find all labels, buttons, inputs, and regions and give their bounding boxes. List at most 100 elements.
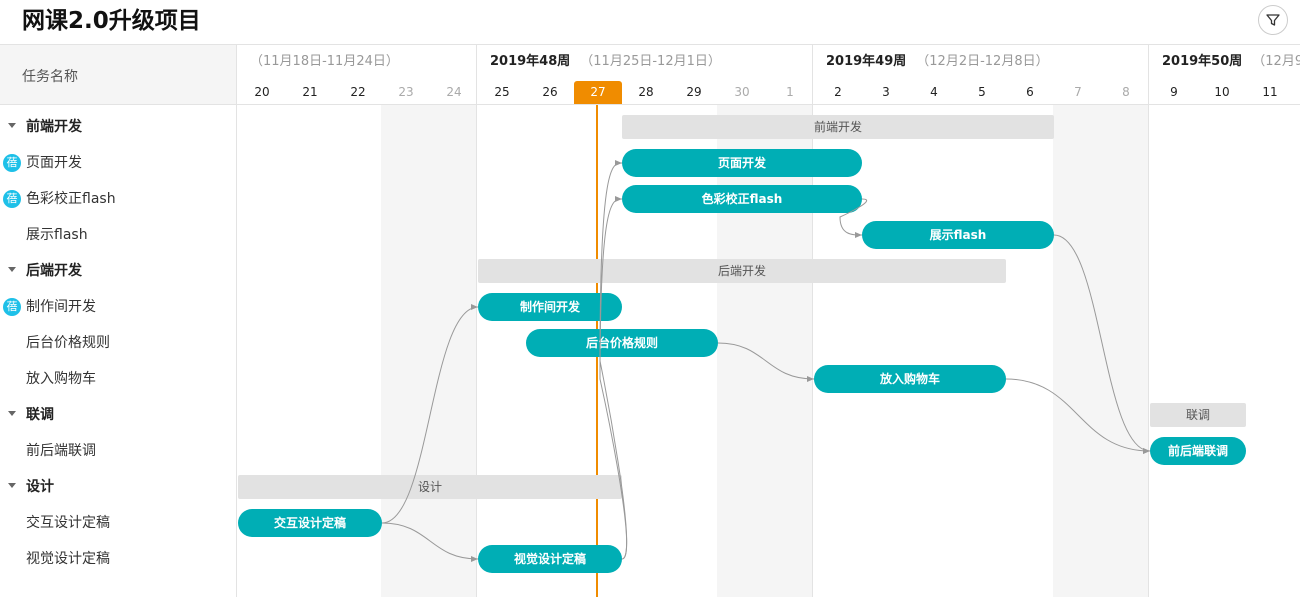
task-bar[interactable]: 制作间开发 xyxy=(478,293,622,321)
task-column-header: 任务名称 xyxy=(0,45,237,105)
task-row[interactable]: 展示flash xyxy=(0,217,236,253)
day-label: 29 xyxy=(686,85,702,99)
day-label: 20 xyxy=(254,85,270,99)
task-label: 联调 xyxy=(26,407,54,423)
task-row[interactable]: 蓓色彩校正flash xyxy=(0,181,236,217)
day-label: 3 xyxy=(882,85,890,99)
week-range: （12月2日-12月8日） xyxy=(916,54,1049,69)
week-label: 2019年50周 （12月9 xyxy=(1162,45,1300,79)
week-label: 2019年48周 （11月25日-12月1日） xyxy=(490,45,721,79)
day-label: 4 xyxy=(930,85,938,99)
day-label: 2 xyxy=(834,85,842,99)
assignee-avatar: 蓓 xyxy=(3,154,21,172)
week-name: 2019年50周 xyxy=(1162,54,1243,69)
task-group-row[interactable]: 前端开发 xyxy=(0,109,236,145)
dependency-link xyxy=(1053,234,1151,454)
task-label: 后台价格规则 xyxy=(26,335,110,351)
task-label: 放入购物车 xyxy=(26,371,96,387)
task-bar[interactable]: 展示flash xyxy=(862,221,1054,249)
day-label: 10 xyxy=(1214,85,1230,99)
week-range: （12月9 xyxy=(1252,54,1300,69)
task-bar[interactable]: 后台价格规则 xyxy=(526,329,718,357)
task-label: 后端开发 xyxy=(26,263,82,279)
caret-down-icon[interactable] xyxy=(8,123,16,128)
task-bar[interactable]: 页面开发 xyxy=(622,149,862,177)
task-row[interactable]: 后台价格规则 xyxy=(0,325,236,361)
day-label: 28 xyxy=(638,85,654,99)
day-label: 24 xyxy=(446,85,462,99)
today-marker: 27 xyxy=(574,81,622,104)
assignee-avatar: 蓓 xyxy=(3,190,21,208)
task-row[interactable]: 视觉设计定稿 xyxy=(0,541,236,577)
week-separator xyxy=(812,45,813,597)
dependency-link xyxy=(1005,378,1151,454)
task-label: 展示flash xyxy=(26,227,88,243)
day-label: 7 xyxy=(1074,85,1082,99)
task-row[interactable]: 蓓制作间开发 xyxy=(0,289,236,325)
filter-button[interactable] xyxy=(1258,5,1288,35)
week-name: 2019年48周 xyxy=(490,54,571,69)
task-bar[interactable]: 交互设计定稿 xyxy=(238,509,382,537)
day-label: 22 xyxy=(350,85,366,99)
task-label: 色彩校正flash xyxy=(26,191,116,207)
task-column-title: 任务名称 xyxy=(22,69,78,85)
task-group-row[interactable]: 后端开发 xyxy=(0,253,236,289)
dependency-link xyxy=(717,342,815,382)
task-bar[interactable]: 放入购物车 xyxy=(814,365,1006,393)
assignee-avatar: 蓓 xyxy=(3,298,21,316)
group-summary-bar[interactable]: 前端开发 xyxy=(622,115,1054,139)
task-bar[interactable]: 前后端联调 xyxy=(1150,437,1246,465)
dependency-link xyxy=(381,304,479,524)
week-label: 2019年49周 （12月2日-12月8日） xyxy=(826,45,1049,79)
dependency-links xyxy=(381,160,1151,562)
task-row[interactable]: 前后端联调 xyxy=(0,433,236,469)
day-label: 1 xyxy=(786,85,794,99)
day-label: 26 xyxy=(542,85,558,99)
week-separator xyxy=(476,45,477,597)
group-summary-bar[interactable]: 后端开发 xyxy=(478,259,1006,283)
task-bar[interactable]: 视觉设计定稿 xyxy=(478,545,622,573)
task-row[interactable]: 交互设计定稿 xyxy=(0,505,236,541)
group-summary-bar[interactable]: 设计 xyxy=(238,475,622,499)
task-label: 交互设计定稿 xyxy=(26,515,110,531)
week-separator xyxy=(1148,45,1149,597)
dependency-link xyxy=(381,522,479,562)
weekend-column xyxy=(1053,105,1149,597)
day-label: 6 xyxy=(1026,85,1034,99)
project-title: 网课2.0升级项目 xyxy=(22,8,201,34)
task-label: 设计 xyxy=(26,479,54,495)
day-label: 9 xyxy=(1170,85,1178,99)
task-row[interactable]: 放入购物车 xyxy=(0,361,236,397)
timeline-header: （11月18日-11月24日）2019年48周（11月25日-12月1日）201… xyxy=(237,45,1300,105)
filter-icon xyxy=(1266,14,1280,26)
day-label: 5 xyxy=(978,85,986,99)
task-label: 制作间开发 xyxy=(26,299,96,315)
task-label: 前后端联调 xyxy=(26,443,96,459)
caret-down-icon[interactable] xyxy=(8,267,16,272)
day-label: 25 xyxy=(494,85,510,99)
day-label: 21 xyxy=(302,85,318,99)
timeline: （11月18日-11月24日）2019年48周（11月25日-12月1日）201… xyxy=(237,45,1300,597)
week-label: （11月18日-11月24日） xyxy=(250,45,399,79)
caret-down-icon[interactable] xyxy=(8,411,16,416)
day-label: 23 xyxy=(398,85,414,99)
day-label: 30 xyxy=(734,85,750,99)
task-row[interactable]: 蓓页面开发 xyxy=(0,145,236,181)
week-name: 2019年49周 xyxy=(826,54,907,69)
task-label: 前端开发 xyxy=(26,119,82,135)
day-label: 11 xyxy=(1262,85,1278,99)
dependency-link xyxy=(599,196,628,560)
task-bar[interactable]: 色彩校正flash xyxy=(622,185,862,213)
day-label: 8 xyxy=(1122,85,1130,99)
task-label: 视觉设计定稿 xyxy=(26,551,110,567)
week-range: （11月18日-11月24日） xyxy=(250,54,399,69)
caret-down-icon[interactable] xyxy=(8,483,16,488)
week-range: （11月25日-12月1日） xyxy=(580,54,721,69)
group-summary-bar[interactable]: 联调 xyxy=(1150,403,1246,427)
task-group-row[interactable]: 设计 xyxy=(0,469,236,505)
task-group-row[interactable]: 联调 xyxy=(0,397,236,433)
task-label: 页面开发 xyxy=(26,155,82,171)
